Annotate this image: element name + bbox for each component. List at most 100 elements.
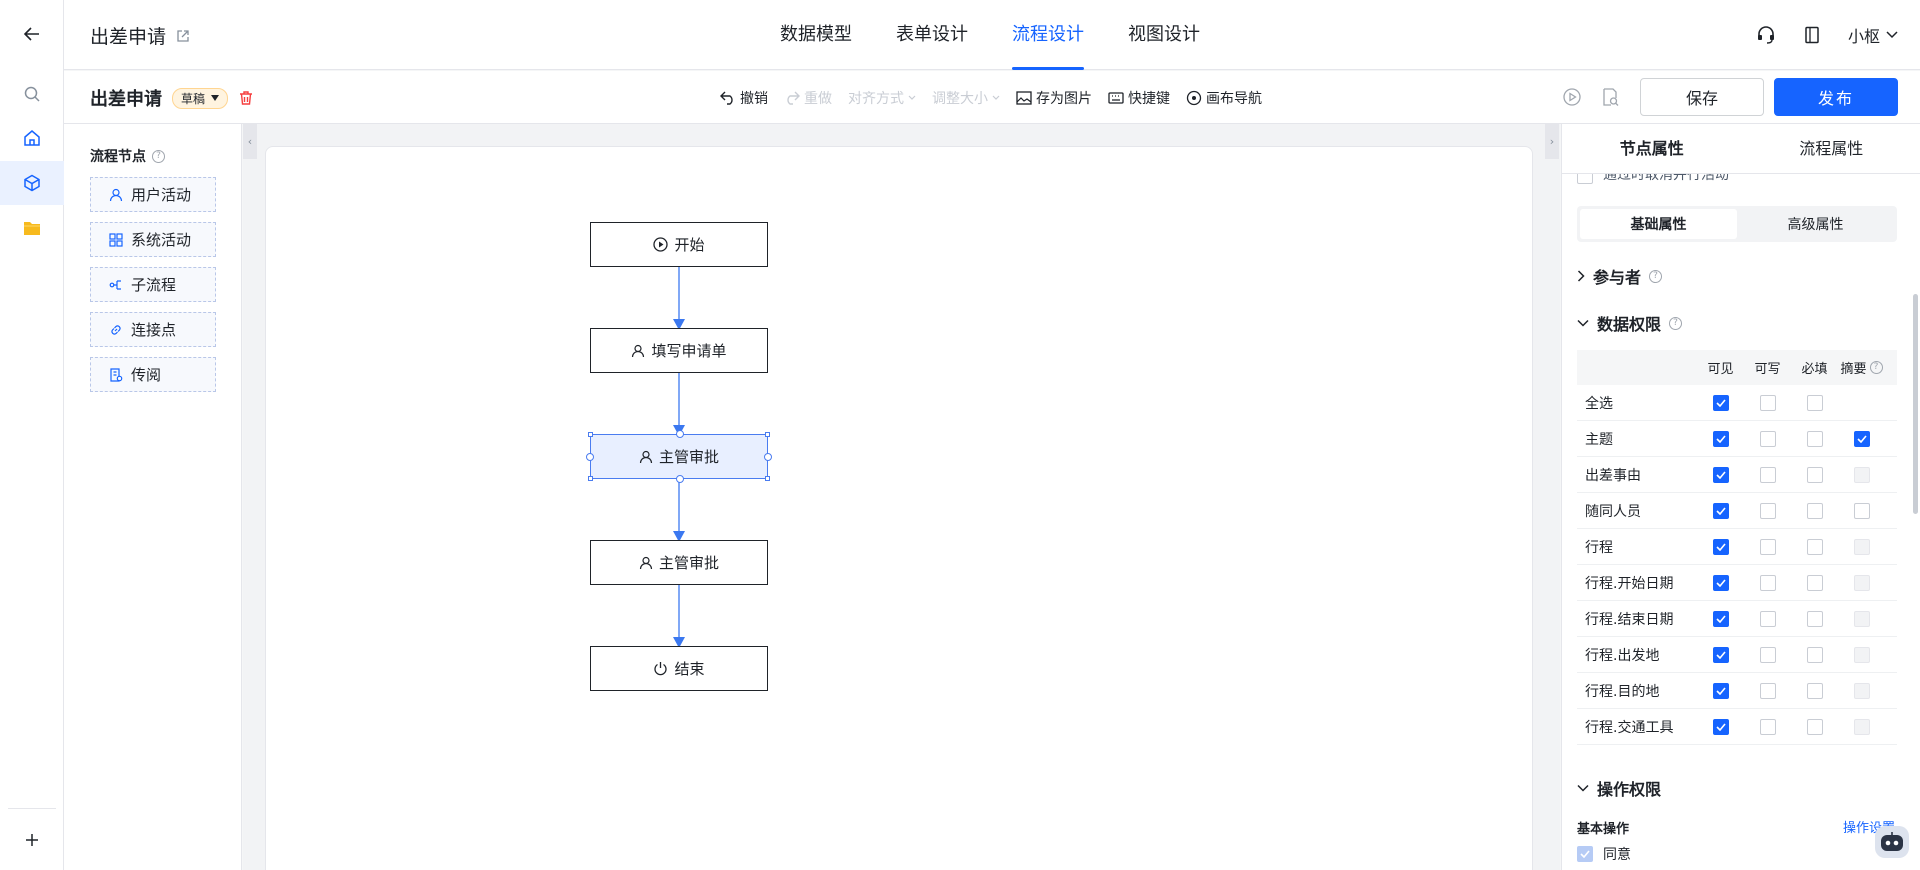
writable-checkbox[interactable] <box>1759 718 1776 735</box>
resize-dropdown[interactable]: 调整大小 <box>932 88 1000 108</box>
help-icon[interactable]: ? <box>1649 269 1663 283</box>
writable-checkbox[interactable] <box>1759 610 1776 627</box>
section-participants[interactable]: 参与者 ? <box>1577 264 1663 288</box>
connect-handle[interactable] <box>586 453 594 461</box>
flow-node-end[interactable]: 结束 <box>590 646 768 691</box>
summary-checkbox[interactable] <box>1853 538 1870 555</box>
assistant-bot-icon[interactable] <box>1875 826 1909 858</box>
writable-checkbox[interactable] <box>1759 538 1776 555</box>
required-checkbox[interactable] <box>1806 682 1823 699</box>
required-checkbox[interactable] <box>1806 646 1823 663</box>
flow-canvas[interactable]: 开始 填写申请单 主管审批 主管审批 结束 <box>265 146 1533 870</box>
visible-checkbox[interactable] <box>1712 646 1729 663</box>
panel-scrollbar[interactable] <box>1913 294 1918 514</box>
tab-node-properties[interactable]: 节点属性 <box>1619 139 1684 158</box>
flow-node-manager-approval[interactable]: 主管审批 <box>590 540 768 585</box>
tab-form-design[interactable]: 表单设计 <box>896 24 968 45</box>
subtab-basic[interactable]: 基础属性 <box>1580 209 1737 239</box>
cube-icon[interactable] <box>0 161 64 205</box>
search-icon[interactable] <box>0 72 64 116</box>
resize-handle[interactable] <box>588 432 593 437</box>
visible-checkbox[interactable] <box>1712 466 1729 483</box>
connect-handle[interactable] <box>764 453 772 461</box>
help-icon[interactable]: ? <box>1869 361 1883 374</box>
palette-item-user-activity[interactable]: 用户活动 <box>90 177 216 212</box>
tab-process-properties[interactable]: 流程属性 <box>1799 139 1864 158</box>
summary-checkbox[interactable] <box>1853 430 1870 447</box>
home-icon[interactable] <box>0 116 64 160</box>
visible-checkbox[interactable] <box>1712 538 1729 555</box>
section-operation-permissions[interactable]: 操作权限 <box>1577 776 1661 800</box>
writable-checkbox[interactable] <box>1759 574 1776 591</box>
visible-checkbox[interactable] <box>1712 430 1729 447</box>
user-menu[interactable]: 小枢 <box>1848 23 1898 47</box>
visible-checkbox[interactable] <box>1712 574 1729 591</box>
resize-handle[interactable] <box>765 476 770 481</box>
trash-icon[interactable] <box>238 90 254 106</box>
summary-checkbox[interactable] <box>1853 574 1870 591</box>
status-badge[interactable]: 草稿 <box>172 87 229 109</box>
help-icon[interactable]: ? <box>152 149 165 163</box>
plus-icon[interactable] <box>0 818 64 862</box>
writable-checkbox[interactable] <box>1759 394 1776 411</box>
help-icon[interactable]: ? <box>1669 316 1683 330</box>
summary-checkbox[interactable] <box>1853 682 1870 699</box>
palette-item-circulate[interactable]: 传阅 <box>90 357 216 392</box>
resize-handle[interactable] <box>765 432 770 437</box>
book-icon[interactable] <box>1804 26 1820 44</box>
flow-node-fill-form[interactable]: 填写申请单 <box>590 328 768 373</box>
collapse-left-handle[interactable]: ‹ <box>243 124 257 159</box>
palette-item-connector[interactable]: 连接点 <box>90 312 216 347</box>
writable-checkbox[interactable] <box>1759 430 1776 447</box>
writable-checkbox[interactable] <box>1759 646 1776 663</box>
save-button[interactable]: 保存 <box>1640 78 1764 116</box>
summary-checkbox[interactable] <box>1853 610 1870 627</box>
connect-handle[interactable] <box>676 475 684 483</box>
agree-checkbox[interactable] <box>1577 846 1593 862</box>
undo-button[interactable]: 撤销 <box>720 88 768 108</box>
shortcuts-button[interactable]: 快捷键 <box>1108 88 1170 108</box>
visible-checkbox[interactable] <box>1712 394 1729 411</box>
required-checkbox[interactable] <box>1806 502 1823 519</box>
required-checkbox[interactable] <box>1806 574 1823 591</box>
redo-button[interactable]: 重做 <box>784 88 832 108</box>
folder-icon[interactable] <box>0 206 64 250</box>
palette-item-subprocess[interactable]: 子流程 <box>90 267 216 302</box>
summary-checkbox[interactable] <box>1853 466 1870 483</box>
inspect-icon[interactable] <box>1600 87 1620 107</box>
summary-checkbox[interactable] <box>1853 502 1870 519</box>
headset-icon[interactable] <box>1756 25 1776 45</box>
flow-node-start[interactable]: 开始 <box>590 222 768 267</box>
section-data-permissions[interactable]: 数据权限 ? <box>1577 311 1683 335</box>
visible-checkbox[interactable] <box>1712 718 1729 735</box>
writable-checkbox[interactable] <box>1759 502 1776 519</box>
required-checkbox[interactable] <box>1806 466 1823 483</box>
align-dropdown[interactable]: 对齐方式 <box>848 88 916 108</box>
save-image-button[interactable]: 存为图片 <box>1016 88 1092 108</box>
run-icon[interactable] <box>1562 87 1582 107</box>
publish-button[interactable]: 发布 <box>1774 78 1898 116</box>
external-link-icon[interactable] <box>176 29 190 43</box>
subtab-advanced[interactable]: 高级属性 <box>1787 217 1844 233</box>
visible-checkbox[interactable] <box>1712 682 1729 699</box>
connect-handle[interactable] <box>676 430 684 438</box>
visible-checkbox[interactable] <box>1712 610 1729 627</box>
collapse-right-handle[interactable]: › <box>1545 124 1559 159</box>
writable-checkbox[interactable] <box>1759 466 1776 483</box>
tab-data-model[interactable]: 数据模型 <box>780 24 852 45</box>
required-checkbox[interactable] <box>1806 394 1823 411</box>
flow-node-manager-approval-selected[interactable]: 主管审批 <box>586 430 772 483</box>
required-checkbox[interactable] <box>1806 538 1823 555</box>
tab-flow-design[interactable]: 流程设计 <box>1012 0 1084 70</box>
writable-checkbox[interactable] <box>1759 682 1776 699</box>
palette-item-system-activity[interactable]: 系统活动 <box>90 222 216 257</box>
visible-checkbox[interactable] <box>1712 502 1729 519</box>
back-arrow-icon[interactable] <box>0 12 64 56</box>
required-checkbox[interactable] <box>1806 430 1823 447</box>
summary-checkbox[interactable] <box>1853 646 1870 663</box>
tab-view-design[interactable]: 视图设计 <box>1128 24 1200 45</box>
required-checkbox[interactable] <box>1806 610 1823 627</box>
required-checkbox[interactable] <box>1806 718 1823 735</box>
canvas-nav-button[interactable]: 画布导航 <box>1186 88 1262 108</box>
resize-handle[interactable] <box>588 476 593 481</box>
